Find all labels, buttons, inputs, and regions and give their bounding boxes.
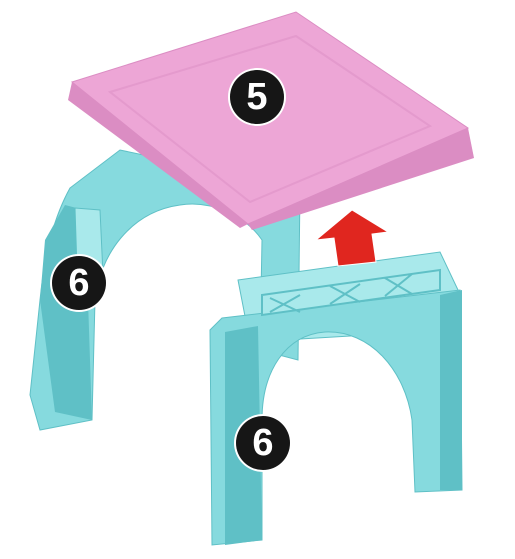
front-leg xyxy=(210,252,462,545)
arrow-up-icon xyxy=(316,210,388,266)
part-label-front-leg: 6 xyxy=(236,416,290,470)
front-leg-right-rim xyxy=(440,290,462,490)
part-label-back-leg: 6 xyxy=(52,256,106,310)
part-label-seat: 5 xyxy=(230,70,284,124)
